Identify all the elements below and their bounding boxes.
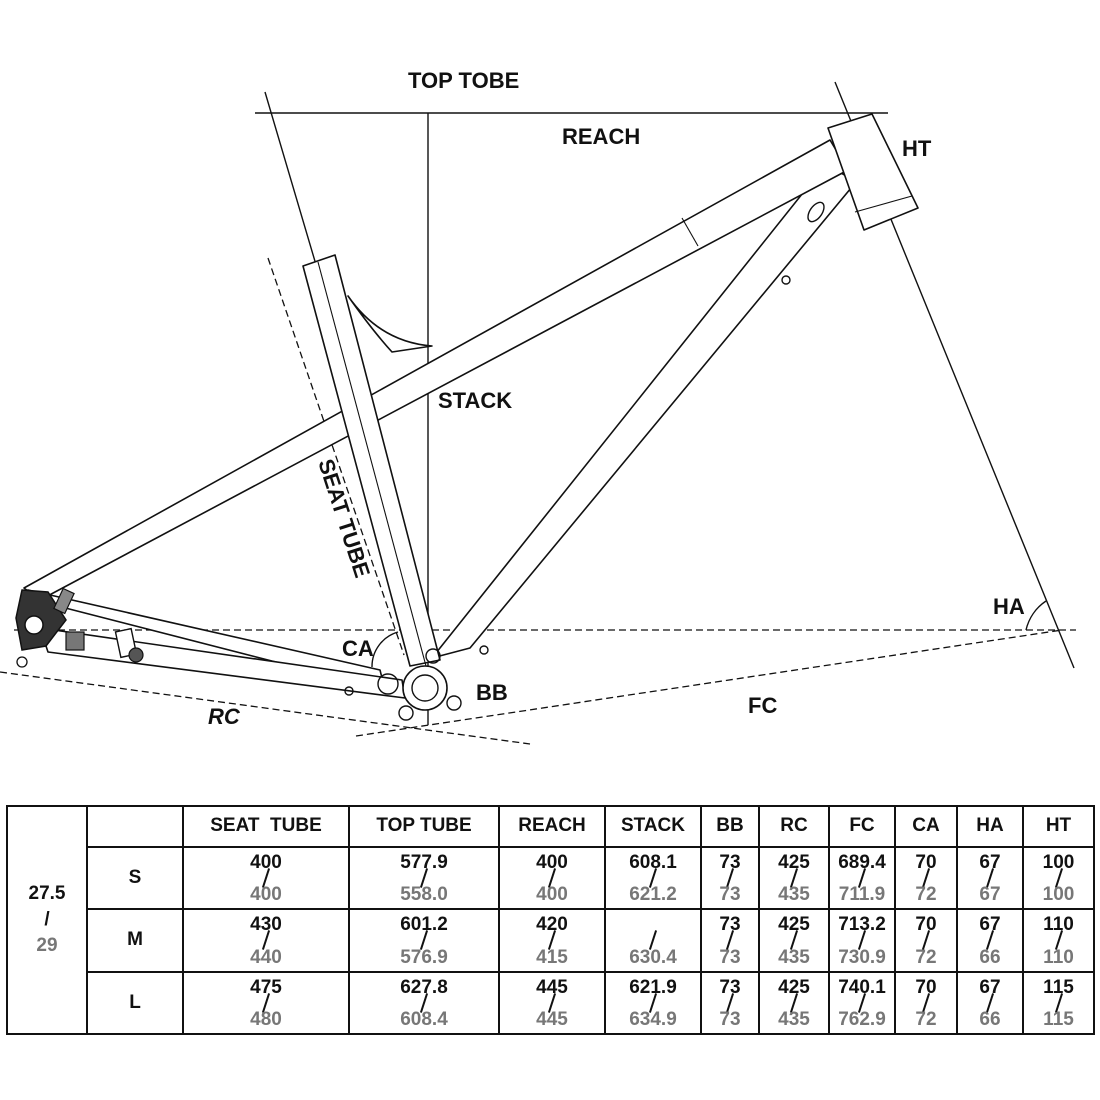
fc-dimension-line: [355, 629, 1063, 737]
bottom-bracket-shell: [402, 665, 448, 711]
header-ca: CA: [894, 805, 958, 848]
frame-geometry-diagram: TOP TOBE REACH HT STACK SEAT TUBE HA CA …: [0, 68, 1076, 745]
wheel-size-27-5: 27.5: [28, 883, 66, 904]
label-fc: FC: [748, 693, 777, 718]
label-reach: REACH: [562, 124, 640, 149]
label-ht: HT: [902, 136, 932, 161]
header-rc: RC: [758, 805, 830, 848]
header-top-tube: TOP TUBE: [348, 805, 500, 848]
geometry-table: 27.5 / 29 SEAT TUBE TOP TUBE REACH STACK…: [6, 805, 1095, 1036]
cable-port: [781, 275, 791, 285]
top-tube: [23, 139, 849, 601]
wheel-size-cell: 27.5 / 29: [6, 805, 88, 1035]
label-ha: HA: [993, 594, 1025, 619]
ca-angle-arc: [371, 631, 399, 668]
header-stack: STACK: [604, 805, 702, 848]
header-bb: BB: [700, 805, 760, 848]
header-reach: REACH: [498, 805, 606, 848]
bottle-boss: [479, 645, 489, 655]
label-top-tube: TOP TOBE: [408, 68, 519, 93]
wheel-size-separator: /: [44, 909, 50, 930]
bottom-bracket-inner: [411, 674, 439, 702]
bb-mount-tab: [446, 695, 462, 711]
bb-mount-tab: [398, 705, 414, 721]
size-label: S: [86, 845, 184, 911]
ha-angle-arc: [1025, 600, 1047, 631]
seat-tube-inner-line: [317, 261, 427, 667]
header-row: 27.5 / 29 SEAT TUBE TOP TUBE REACH STACK…: [6, 805, 1095, 1035]
wheel-size-29: 29: [36, 935, 58, 956]
rear-dropout: [15, 587, 144, 668]
header-seat-tube: SEAT TUBE: [182, 805, 350, 848]
seat-tube-length-dim-line: [267, 257, 405, 656]
value-cell: 630.4: [604, 908, 702, 973]
corner-cell: [86, 805, 184, 848]
size-label: L: [86, 970, 184, 1036]
header-fc: FC: [828, 805, 896, 848]
label-rc: RC: [208, 704, 241, 729]
bb-mount-tab: [425, 648, 441, 664]
seat-tube-gusset: [347, 295, 433, 353]
header-ht: HT: [1022, 805, 1095, 848]
label-ca: CA: [342, 636, 374, 661]
top-tube-joint-line: [681, 217, 699, 247]
rc-dimension-line: [0, 671, 531, 745]
label-stack: STACK: [438, 388, 512, 413]
size-label: M: [86, 908, 184, 973]
head-tube-lower-cup: [854, 195, 913, 213]
chainstay-boss: [344, 686, 354, 696]
header-ha: HA: [956, 805, 1024, 848]
label-bb: BB: [476, 680, 508, 705]
head-badge: [807, 201, 825, 223]
chainstay-yoke-circle: [377, 673, 399, 695]
